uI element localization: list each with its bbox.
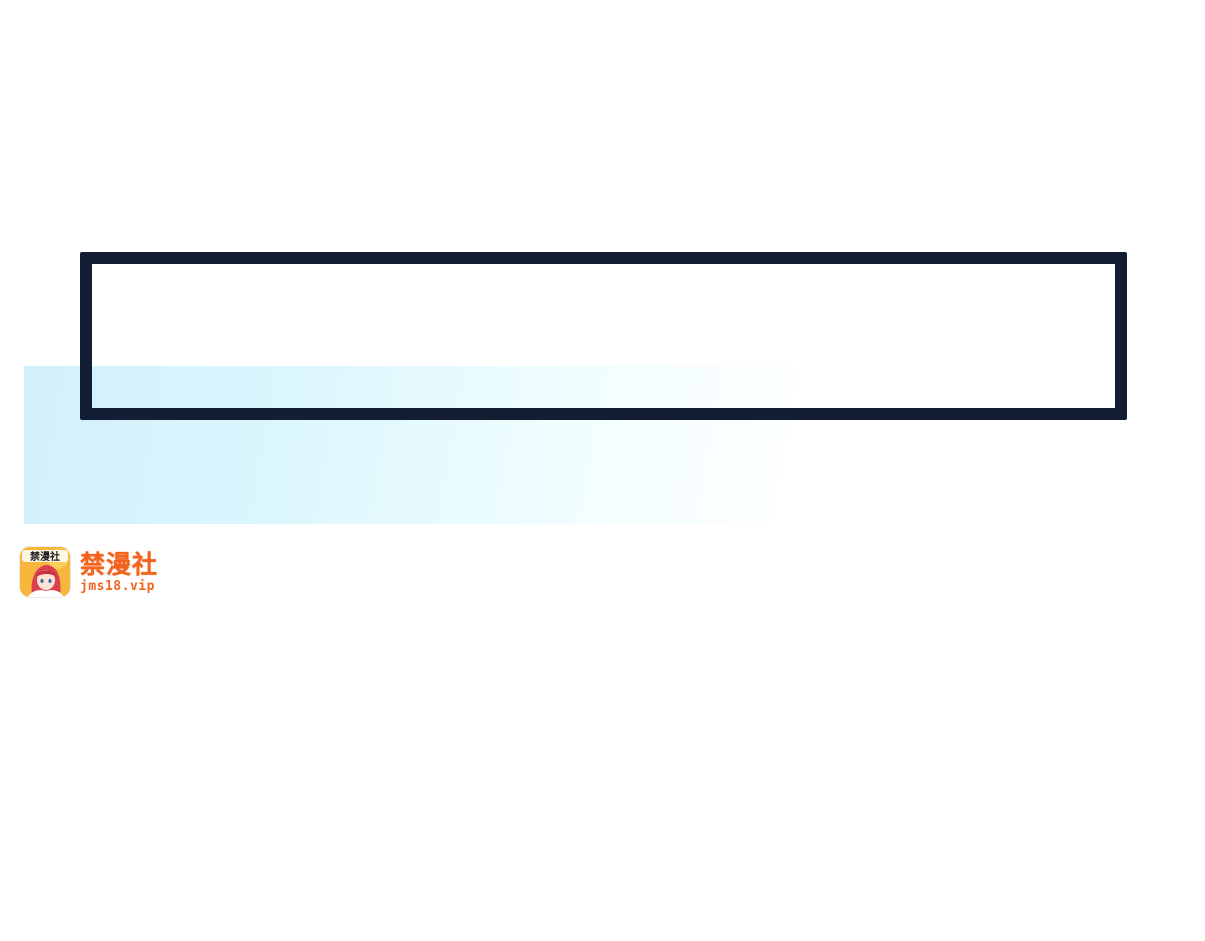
app-logo-label: 禁漫社: [29, 550, 60, 563]
app-logo-icon: 禁漫社: [20, 547, 70, 597]
empty-bordered-frame: [80, 252, 1127, 420]
brand-watermark: 禁漫社 禁漫社 jms18.vip: [20, 546, 158, 598]
brand-url: jms18.vip: [80, 578, 155, 594]
gradient-background-band: [24, 366, 884, 524]
brand-name: 禁漫社: [80, 549, 159, 579]
brand-text: 禁漫社 jms18.vip: [80, 552, 158, 593]
